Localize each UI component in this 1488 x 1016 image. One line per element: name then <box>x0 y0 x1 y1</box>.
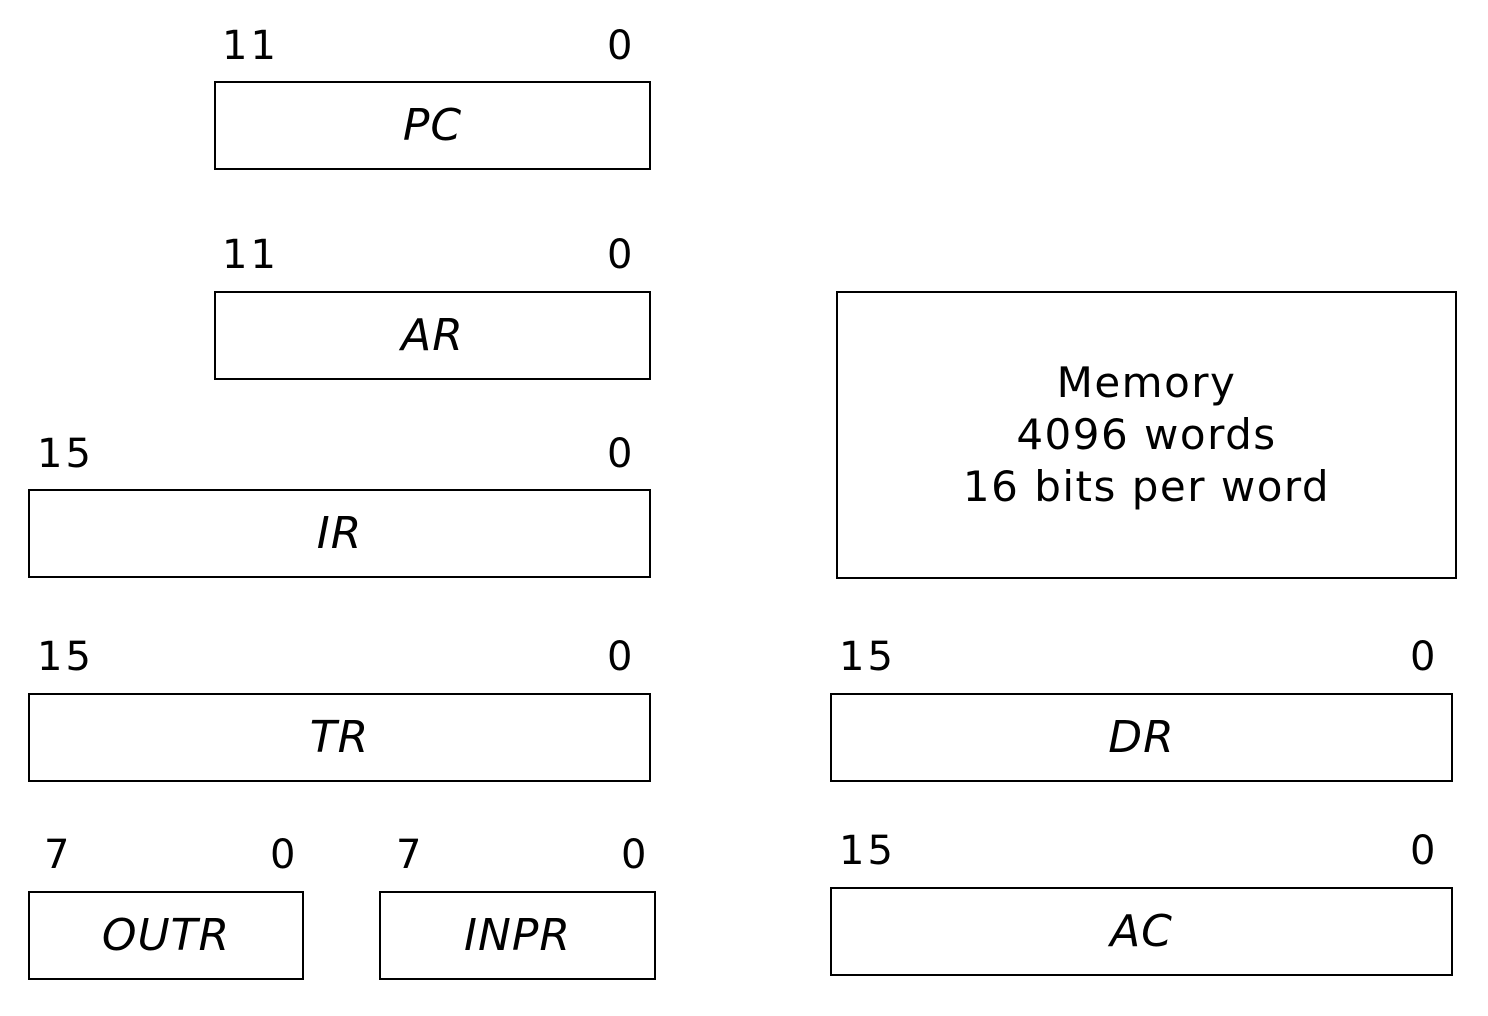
pc-high-bit-label: 11 <box>222 23 279 69</box>
dr-low-bit-label: 0 <box>1410 634 1439 680</box>
ar-register: AR <box>214 291 651 380</box>
inpr-register-label: INPR <box>464 909 571 961</box>
dr-register: DR <box>830 693 1453 782</box>
ac-low-bit-label: 0 <box>1410 828 1439 874</box>
tr-register-label: TR <box>309 711 370 763</box>
ac-high-bit-label: 15 <box>839 828 896 874</box>
dr-register-label: DR <box>1108 711 1175 763</box>
memory-word-count: 4096 words <box>1016 410 1277 459</box>
tr-register: TR <box>28 693 651 782</box>
ar-high-bit-label: 11 <box>222 232 279 278</box>
outr-register: OUTR <box>28 891 304 980</box>
ar-low-bit-label: 0 <box>607 232 636 278</box>
memory-unit: Memory 4096 words 16 bits per word <box>836 291 1457 579</box>
ac-register-label: AC <box>1110 905 1173 957</box>
inpr-low-bit-label: 0 <box>621 832 650 878</box>
tr-low-bit-label: 0 <box>607 634 636 680</box>
outr-register-label: OUTR <box>101 909 231 961</box>
dr-high-bit-label: 15 <box>839 634 896 680</box>
outr-low-bit-label: 0 <box>270 832 299 878</box>
ar-register-label: AR <box>401 309 464 361</box>
ir-low-bit-label: 0 <box>607 431 636 477</box>
outr-high-bit-label: 7 <box>44 832 73 878</box>
inpr-high-bit-label: 7 <box>396 832 425 878</box>
ir-register-label: IR <box>316 507 363 559</box>
ir-high-bit-label: 15 <box>37 431 94 477</box>
memory-word-size: 16 bits per word <box>962 462 1331 511</box>
ac-register: AC <box>830 887 1453 976</box>
inpr-register: INPR <box>379 891 656 980</box>
pc-register: PC <box>214 81 651 170</box>
pc-low-bit-label: 0 <box>607 23 636 69</box>
ir-register: IR <box>28 489 651 578</box>
tr-high-bit-label: 15 <box>37 634 94 680</box>
memory-title: Memory <box>1056 358 1237 407</box>
pc-register-label: PC <box>402 99 463 151</box>
